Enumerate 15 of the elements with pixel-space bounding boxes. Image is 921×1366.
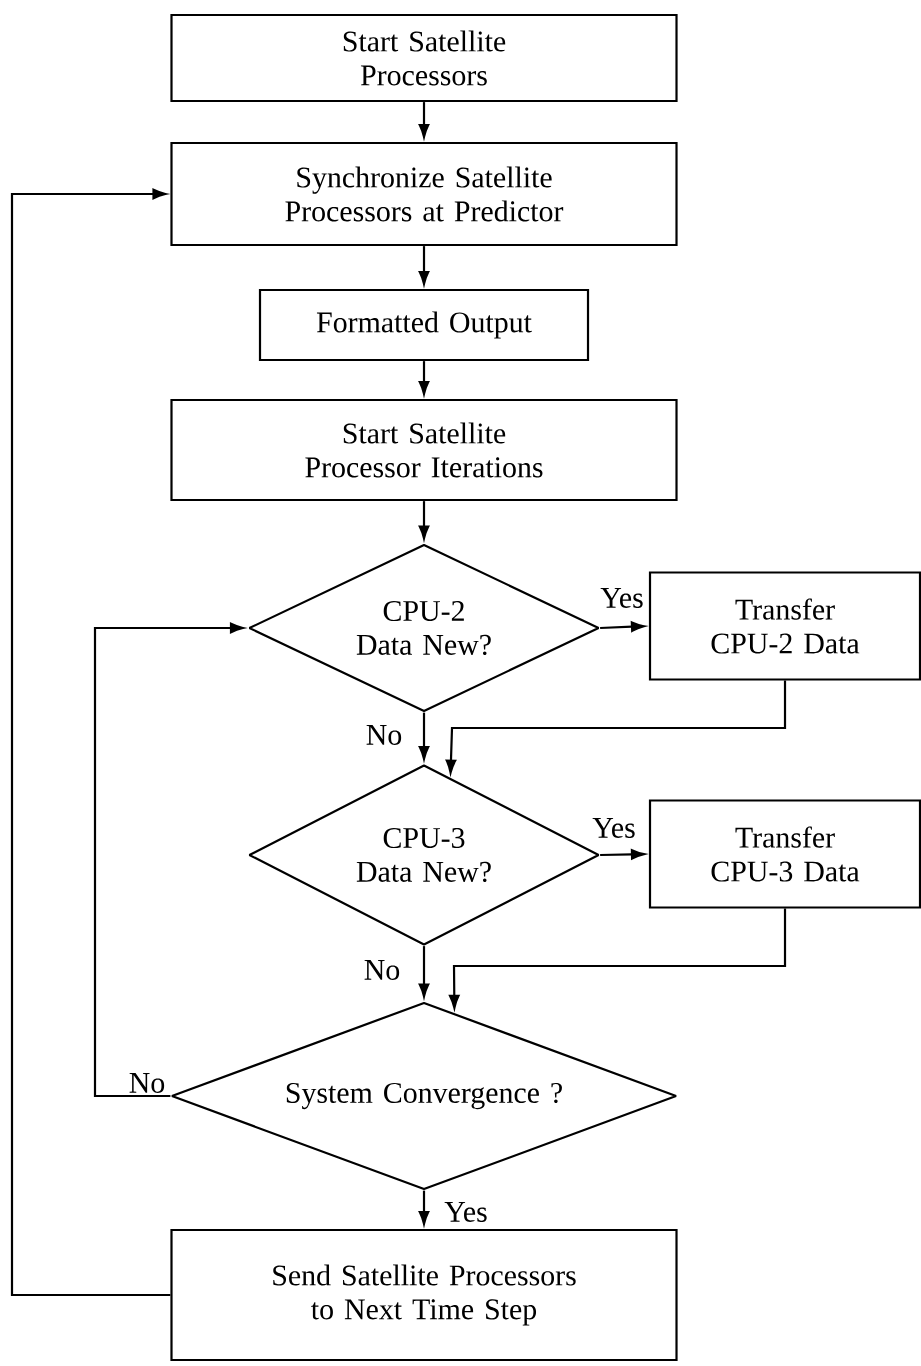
edge-label: Yes <box>443 1201 489 1223</box>
process-box: Synchronize Satellite Processors at Predictor <box>170 141 678 247</box>
process-box: Start Satellite Processor Iterations <box>170 398 678 502</box>
process-box: Start Satellite Processors <box>170 13 678 103</box>
arrow <box>418 946 430 998</box>
edge-label: No <box>364 724 404 746</box>
process-box: Send Satellite Processors to Next Time Step <box>170 1228 678 1362</box>
edge-label: No <box>362 959 402 981</box>
process-box: Transfer CPU-2 Data <box>648 571 921 681</box>
process-box: Formatted Output <box>258 288 590 362</box>
arrow <box>10 188 171 1297</box>
edge-label: No <box>127 1072 167 1094</box>
process-box: Transfer CPU-3 Data <box>648 799 921 909</box>
edge-label: Yes <box>599 587 645 609</box>
arrow <box>418 501 430 540</box>
